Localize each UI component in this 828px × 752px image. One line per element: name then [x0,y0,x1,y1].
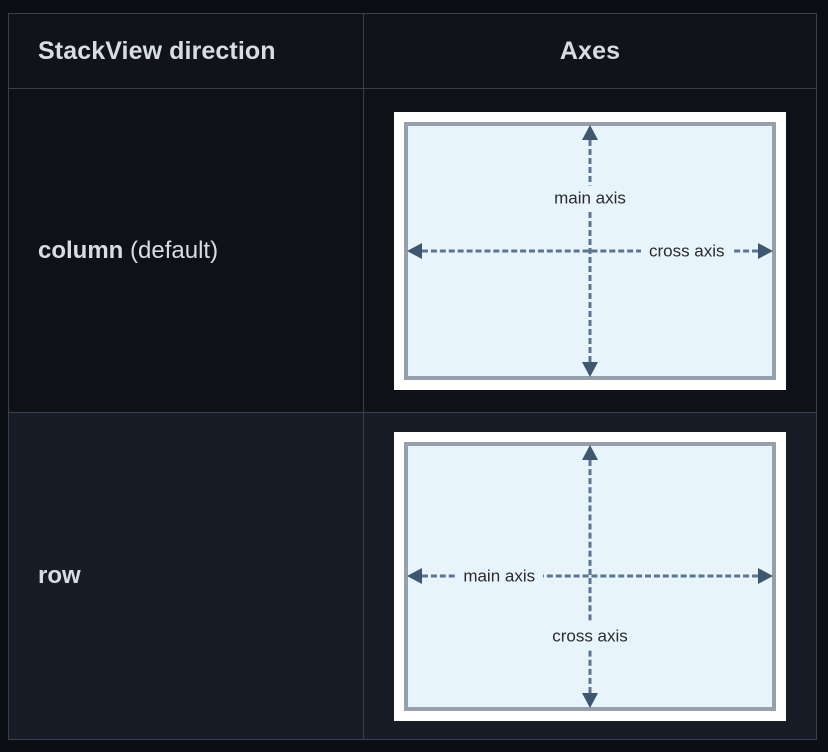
axes-diagram-row: main axis cross axis [394,431,786,721]
cell-axes-column: main axis cross axis [364,89,816,412]
row-label-column-note: (default) [123,236,219,264]
table-row-row: row main axis cross axis [9,413,816,739]
cross-axis-label-row: cross axis [543,623,637,649]
header-cell-axes: Axes [364,14,816,88]
axes-diagram-column: main axis cross axis [394,111,786,390]
header-label-axes: Axes [559,36,621,65]
cross-axis-label-column: cross axis [640,240,733,261]
arrow-up-icon [582,444,598,460]
row-label-row-name: row [38,562,81,589]
row-label-column-name: column [38,236,124,264]
stackview-direction-table: StackView direction Axes column (default… [8,13,817,740]
cell-direction-row: row [9,413,364,739]
arrow-right-icon [758,568,773,584]
table-header-row: StackView direction Axes [9,14,816,89]
horizontal-axis-line-row [422,574,758,578]
header-cell-direction: StackView direction [9,14,364,88]
arrow-right-icon [758,242,773,259]
horizontal-axis-line-column [422,249,758,252]
arrow-down-icon [582,361,598,377]
axes-diagram-row-box: main axis cross axis [404,441,776,711]
table-row-column: column (default) main axis cross axis [9,89,816,413]
arrow-left-icon [407,242,422,259]
arrow-down-icon [582,692,598,708]
main-axis-label-row: main axis [455,565,544,587]
main-axis-label-column: main axis [545,185,635,211]
arrow-up-icon [582,124,598,140]
cell-axes-row: main axis cross axis [364,413,816,739]
arrow-left-icon [407,568,422,584]
row-label-column: column (default) [9,237,218,265]
axes-diagram-column-box: main axis cross axis [404,121,776,380]
row-label-row: row [9,562,81,590]
header-label-stackview-direction: StackView direction [38,36,276,65]
cell-direction-column: column (default) [9,89,364,412]
